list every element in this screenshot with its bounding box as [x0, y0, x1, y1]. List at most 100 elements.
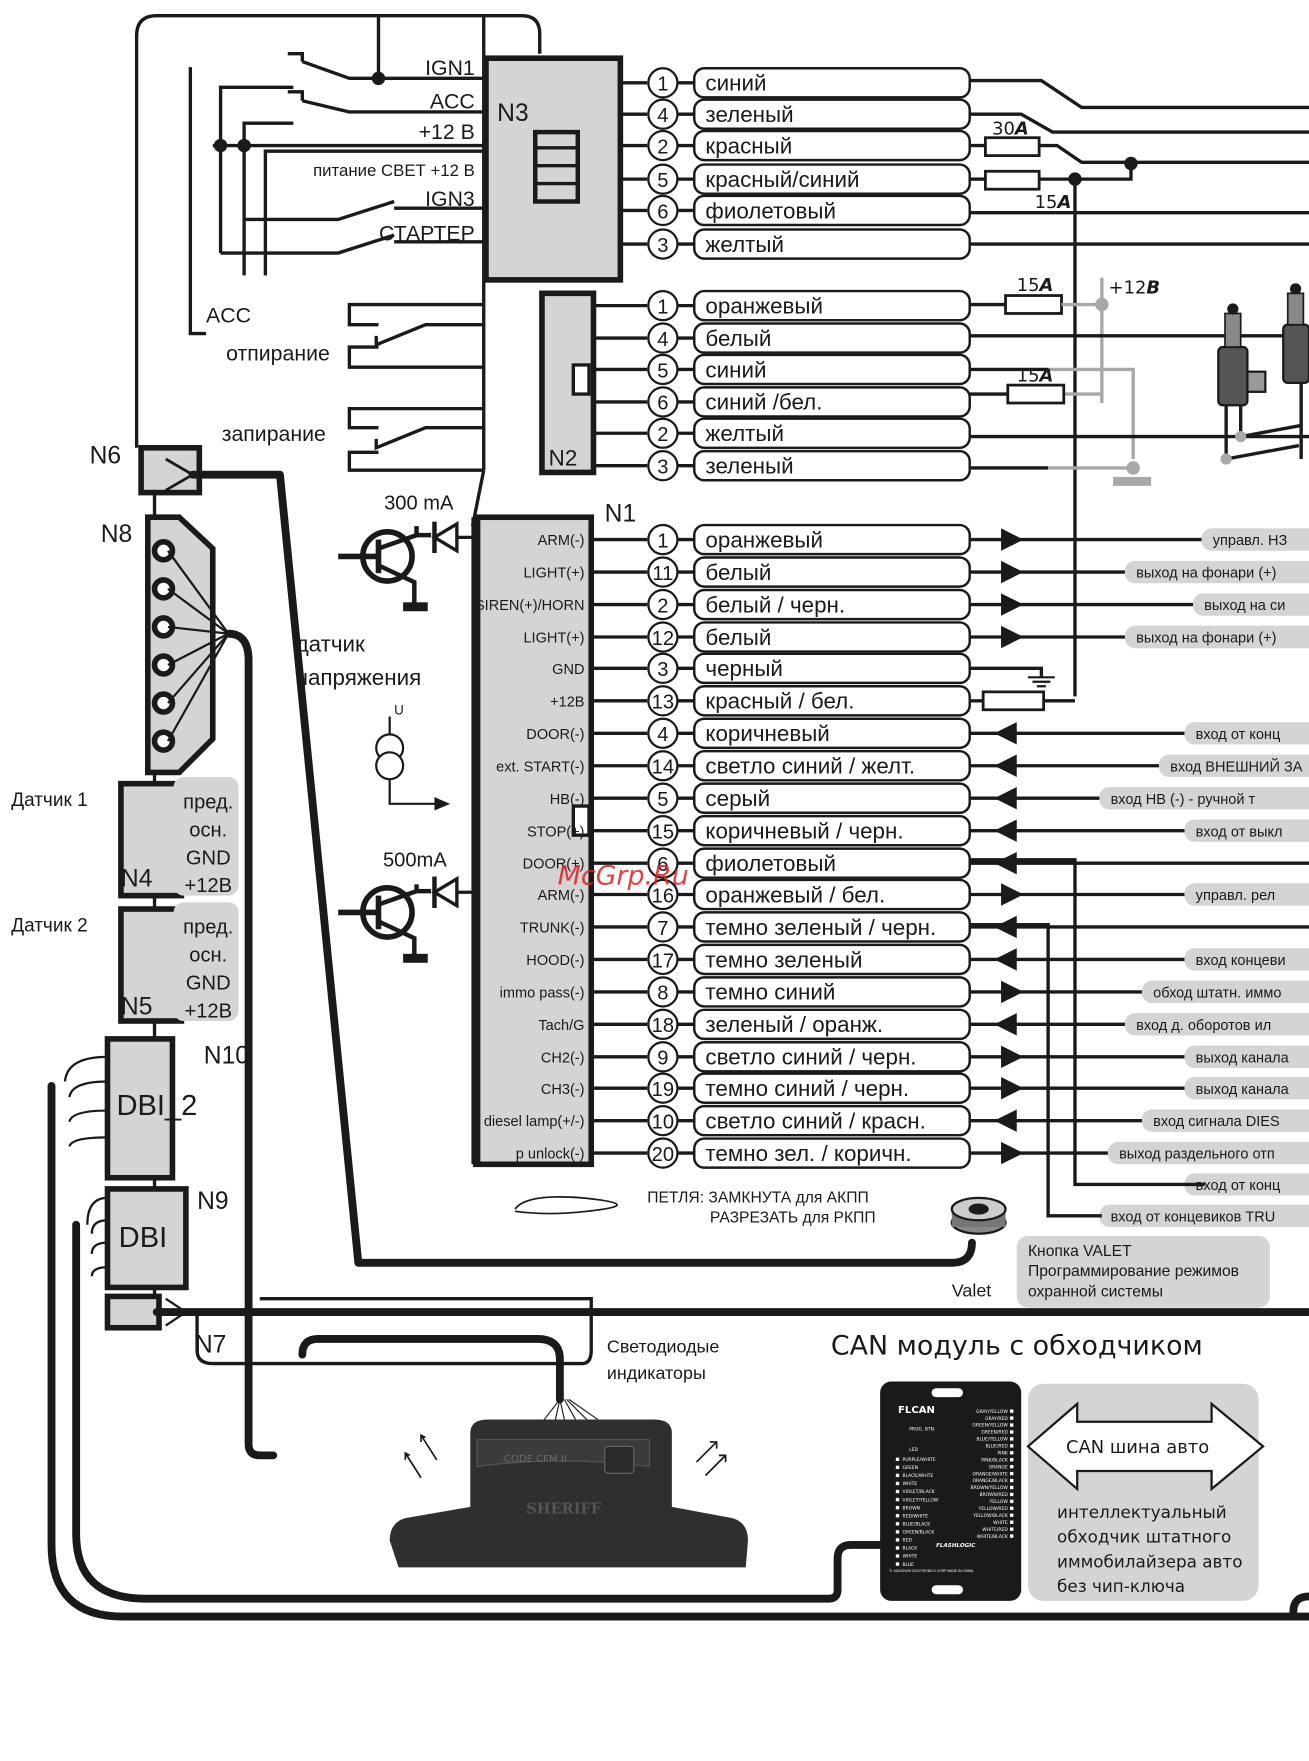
pin-number: 1: [657, 530, 668, 552]
can-wire-label: BLACK/WHITE: [903, 1473, 934, 1479]
n8-pin: [151, 539, 176, 563]
n1-right-row: вход д. оборотов ил: [969, 1013, 1309, 1036]
can-wire-label: ORANGE/WHITE: [972, 1471, 1007, 1477]
sensor-pin-label: +12B: [184, 1001, 232, 1023]
fuse-30a: [983, 136, 1041, 158]
wire-color-label: красный / бел.: [705, 689, 854, 714]
signal-tag-label: выход канала: [1196, 1082, 1290, 1098]
signal-tag: [1184, 1076, 1309, 1100]
n8-pin: [151, 653, 176, 677]
n1-connector: N1: [471, 501, 636, 1168]
can-wire-label: WHITE: [993, 1520, 1008, 1526]
n1-function-label: ext. START(-): [496, 759, 584, 775]
wire-color-label: фиолетовый: [705, 198, 836, 223]
n1-right-row: вход от выкл: [969, 819, 1309, 842]
n1-function-label: SIREN(+)/HORN: [475, 598, 585, 614]
n1-right-row: выход канала: [969, 1076, 1309, 1100]
wire-color-label: черный: [705, 656, 782, 681]
signal-tag: [1201, 528, 1309, 551]
wire-color-pill: [693, 417, 971, 450]
n1-block: [473, 514, 595, 1168]
n9-block: [104, 1186, 189, 1291]
signal-tag: [1184, 1173, 1309, 1196]
pin-number: 11: [652, 563, 673, 585]
n3-input-label: питание СВЕТ +12 B: [313, 161, 475, 180]
output-arrow-icon: [1001, 593, 1024, 616]
ground-icon: [1027, 676, 1055, 688]
n1-function-label: HB(-): [550, 792, 585, 808]
signal-tag: [1099, 787, 1309, 810]
n1-right-row: вход ВНЕШНИЙ ЗА: [969, 754, 1309, 777]
sensor-pin-label: осн.: [189, 819, 227, 841]
led-brand: SHERIFF: [526, 1501, 602, 1518]
n1-function-label: HOOD(-): [526, 953, 584, 969]
n1-right-row: выход канала: [969, 1045, 1309, 1069]
wire-color-label: темно синий / черн.: [705, 1076, 909, 1101]
input-arrow-icon: [994, 948, 1017, 971]
wire-color-label: коричневый / черн.: [705, 819, 903, 844]
n1-function-label: ARM(-): [538, 533, 585, 549]
wire-color-label: желтый: [705, 232, 784, 257]
signal-tag-label: вход от выкл: [1196, 824, 1283, 840]
wire-color-label: белый: [705, 625, 771, 650]
can-wire-label: RED/WHITE: [903, 1513, 929, 1519]
n3-input-label: IGN3: [425, 187, 475, 211]
n1-function-label: Tach/G: [538, 1018, 584, 1034]
output-arrow-icon: [1001, 980, 1024, 1004]
plus12v-label: +12B: [1109, 277, 1160, 298]
sensor-pin-label: GND: [186, 973, 231, 995]
wire-color-label: светло синий / черн.: [705, 1045, 916, 1070]
input-arrow-icon: [994, 787, 1017, 810]
pin-number: 19: [652, 1079, 674, 1101]
watermark: McGrp.Ru: [558, 860, 689, 891]
pin-number: 5: [657, 360, 668, 382]
n1-label: N1: [605, 501, 636, 528]
can-desc-2: обходчик штатного: [1057, 1527, 1231, 1547]
pin-number: 20: [652, 1144, 674, 1166]
pin-number: 18: [652, 1015, 674, 1037]
wire-color-pill: [693, 386, 971, 418]
n1-function-label: immo pass(-): [500, 985, 585, 1001]
wire-color-label: зеленый: [705, 454, 793, 479]
wire-color-label: синий: [705, 71, 766, 96]
pin-number: 3: [657, 659, 668, 681]
pin-number: 5: [657, 789, 668, 811]
can-title: CAN модуль с обходчиком: [831, 1331, 1203, 1362]
n1-right-row: управл. НЗ: [969, 528, 1309, 551]
voltage-u-label: U: [394, 702, 404, 717]
signal-tag: [1158, 754, 1309, 777]
signal-tag-label: вход HB (-) - ручной т: [1111, 792, 1256, 808]
led-model: CODE CFM II: [504, 1454, 567, 1465]
can-module: FLCAN PROG. BTN. LED PURPLE/WHITEGREENBL…: [880, 1381, 1022, 1601]
n2-label: N2: [549, 446, 578, 471]
led-title-2: индикаторы: [607, 1363, 706, 1383]
signal-tag-label: выход на си: [1204, 598, 1285, 614]
output-arrow-icon: [1001, 1076, 1024, 1100]
can-wire-label: GREEN: [903, 1465, 919, 1471]
n3-block: [483, 55, 624, 283]
n3-label: N3: [497, 100, 528, 127]
input-arrow-icon: [994, 1109, 1017, 1132]
can-wire-label: YELLOW/BLACK: [972, 1513, 1009, 1519]
n3-connector: N3: [483, 55, 624, 283]
signal-tag: [1184, 948, 1309, 971]
fuse-15a-n3: [983, 169, 1041, 191]
n1-right-row: вход от конц: [969, 722, 1309, 745]
valet-button[interactable]: Valet: [950, 1196, 1007, 1301]
can-led-label: LED: [909, 1447, 918, 1453]
n1-right-row: выход на си: [969, 593, 1309, 616]
input-arrow-icon: [994, 722, 1017, 745]
wire-color-pill: [693, 194, 971, 227]
can-wire-label: GRAY/RED: [985, 1416, 1008, 1422]
pin-number: 16: [652, 885, 674, 907]
